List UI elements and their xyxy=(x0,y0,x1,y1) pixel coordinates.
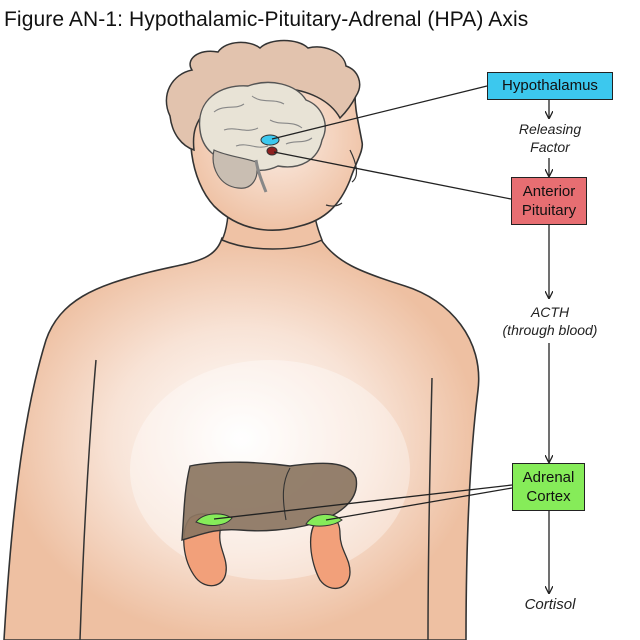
left-arm-line xyxy=(79,359,97,640)
human-body-figure xyxy=(3,187,480,640)
brain xyxy=(198,81,326,193)
releasing-factor-line1: Releasing xyxy=(518,121,582,137)
releasing-factor-label: Releasing Factor xyxy=(500,120,600,156)
left-adrenal-gland xyxy=(305,514,343,527)
hypothalamus-marker xyxy=(260,134,280,146)
cortisol-label: Cortisol xyxy=(524,596,576,613)
pointer-lines xyxy=(213,85,513,521)
liver-lobe-line xyxy=(282,467,291,521)
adrenal-cortex-box: Adrenal Cortex xyxy=(512,463,585,511)
adrenal-cortex-line2: Cortex xyxy=(526,488,571,505)
acth-label: ACTH (through blood) xyxy=(480,303,620,339)
right-adrenal-gland xyxy=(195,513,233,526)
acth-line1: ACTH xyxy=(530,304,570,320)
pointer-pituitary xyxy=(273,151,512,200)
pointer-hypothalamus xyxy=(271,85,488,140)
mouth-line xyxy=(325,202,343,207)
pointer-adrenal-left xyxy=(325,487,513,521)
brain-stem xyxy=(254,159,268,193)
anterior-pituitary-line2: Pituitary xyxy=(521,202,577,219)
hypothalamus-label: Hypothalamus xyxy=(502,77,598,94)
abdominal-organs xyxy=(181,461,358,590)
right-arm-line xyxy=(427,377,433,640)
pointer-adrenal-right xyxy=(213,484,513,520)
torso xyxy=(3,237,480,640)
cerebellum xyxy=(212,149,258,189)
pituitary-marker xyxy=(266,146,278,156)
anterior-pituitary-line1: Anterior xyxy=(522,183,576,200)
acth-line2: (through blood) xyxy=(502,322,598,338)
releasing-factor-line2: Factor xyxy=(530,139,570,155)
adrenal-cortex-line1: Adrenal xyxy=(522,469,575,486)
left-kidney xyxy=(309,515,351,590)
figure-title: Figure AN-1: Hypothalamic-Pituitary-Adre… xyxy=(4,8,529,31)
anterior-pituitary-box: Anterior Pituitary xyxy=(511,177,587,225)
hypothalamus-box: Hypothalamus xyxy=(487,72,613,100)
brain-folds xyxy=(213,95,313,148)
